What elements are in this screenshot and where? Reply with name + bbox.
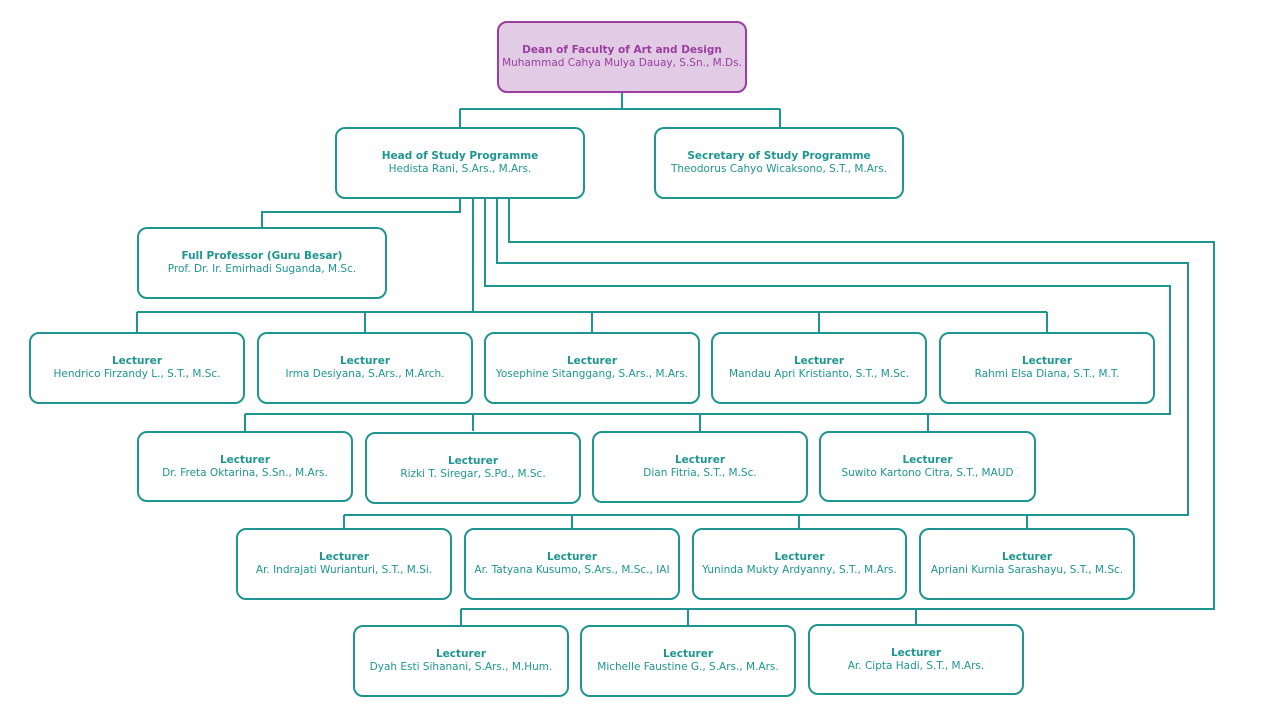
- lecturer-title: Lecturer: [793, 355, 844, 367]
- lecturer-node[interactable]: Lecturer Suwito Kartono Citra, S.T., MAU…: [819, 431, 1036, 502]
- lecturer-node[interactable]: Lecturer Dr. Freta Oktarina, S.Sn., M.Ar…: [137, 431, 353, 502]
- link-head-row1: [136, 199, 1048, 332]
- secretary-node[interactable]: Secretary of Study Programme Theodorus C…: [654, 127, 904, 199]
- lecturer-title: Lecturer: [546, 551, 597, 563]
- lecturer-name: Irma Desiyana, S.Ars., M.Arch.: [285, 368, 445, 380]
- lecturer-name: Apriani Kurnia Sarashayu, S.T., M.Sc.: [930, 564, 1124, 576]
- lecturer-name: Ar. Indrajati Wurianturi, S.T., M.Si.: [255, 564, 433, 576]
- lecturer-node[interactable]: Lecturer Irma Desiyana, S.Ars., M.Arch.: [257, 332, 473, 404]
- dean-title: Dean of Faculty of Art and Design: [522, 44, 722, 56]
- secretary-title: Secretary of Study Programme: [687, 150, 871, 162]
- lecturer-node[interactable]: Lecturer Rizki T. Siregar, S.Pd., M.Sc.: [365, 432, 581, 504]
- lecturer-name: Dian Fitria, S.T., M.Sc.: [643, 467, 757, 479]
- lecturer-title: Lecturer: [662, 648, 713, 660]
- lecturer-title: Lecturer: [1001, 551, 1052, 563]
- lecturer-name: Rahmi Elsa Diana, S.T., M.T.: [974, 368, 1120, 380]
- lecturer-name: Mandau Apri Kristianto, S.T., M.Sc.: [729, 368, 909, 380]
- lecturer-node[interactable]: Lecturer Dyah Esti Sihanani, S.Ars., M.H…: [353, 625, 569, 697]
- lecturer-title: Lecturer: [566, 355, 617, 367]
- dean-node[interactable]: Dean of Faculty of Art and Design Muhamm…: [497, 21, 747, 93]
- head-title: Head of Study Programme: [381, 150, 539, 162]
- head-name: Hedista Rani, S.Ars., M.Ars.: [388, 163, 532, 175]
- lecturer-node[interactable]: Lecturer Ar. Tatyana Kusumo, S.Ars., M.S…: [464, 528, 680, 600]
- lecturer-title: Lecturer: [774, 551, 825, 563]
- lecturer-node[interactable]: Lecturer Rahmi Elsa Diana, S.T., M.T.: [939, 332, 1155, 404]
- lecturer-title: Lecturer: [435, 648, 486, 660]
- lecturer-node[interactable]: Lecturer Yuninda Mukty Ardyanny, S.T., M…: [692, 528, 907, 600]
- link-dean-children: [459, 93, 781, 127]
- lecturer-node[interactable]: Lecturer Ar. Indrajati Wurianturi, S.T.,…: [236, 528, 452, 600]
- lecturer-name: Hendrico Firzandy L., S.T., M.Sc.: [53, 368, 221, 380]
- lecturer-title: Lecturer: [447, 455, 498, 467]
- lecturer-name: Dyah Esti Sihanani, S.Ars., M.Hum.: [369, 661, 553, 673]
- lecturer-title: Lecturer: [674, 454, 725, 466]
- link-head-row3: [343, 199, 1189, 528]
- lecturer-title: Lecturer: [1021, 355, 1072, 367]
- link-head-row4: [460, 199, 1215, 625]
- lecturer-node[interactable]: Lecturer Mandau Apri Kristianto, S.T., M…: [711, 332, 927, 404]
- link-head-professor: [261, 199, 461, 227]
- lecturer-name: Dr. Freta Oktarina, S.Sn., M.Ars.: [162, 466, 328, 479]
- head-node[interactable]: Head of Study Programme Hedista Rani, S.…: [335, 127, 585, 199]
- secretary-name: Theodorus Cahyo Wicaksono, S.T., M.Ars.: [670, 163, 888, 175]
- dean-name: Muhammad Cahya Mulya Dauay, S.Sn., M.Ds.: [502, 57, 742, 69]
- lecturer-node[interactable]: Lecturer Yosephine Sitanggang, S.Ars., M…: [484, 332, 700, 404]
- lecturer-node[interactable]: Lecturer Michelle Faustine G., S.Ars., M…: [580, 625, 796, 697]
- lecturer-name: Suwito Kartono Citra, S.T., MAUD: [841, 466, 1014, 479]
- lecturer-title: Lecturer: [902, 453, 953, 466]
- lecturer-name: Yosephine Sitanggang, S.Ars., M.Ars.: [495, 368, 689, 380]
- lecturer-node[interactable]: Lecturer Dian Fitria, S.T., M.Sc.: [592, 431, 808, 503]
- link-head-row2: [244, 199, 1171, 431]
- lecturer-title: Lecturer: [890, 646, 941, 659]
- lecturer-name: Ar. Tatyana Kusumo, S.Ars., M.Sc., IAI: [474, 564, 670, 576]
- lecturer-title: Lecturer: [339, 355, 390, 367]
- lecturer-title: Lecturer: [318, 551, 369, 563]
- lecturer-title: Lecturer: [219, 453, 270, 466]
- lecturer-name: Michelle Faustine G., S.Ars., M.Ars.: [597, 661, 779, 673]
- lecturer-name: Rizki T. Siregar, S.Pd., M.Sc.: [400, 468, 546, 480]
- professor-node[interactable]: Full Professor (Guru Besar) Prof. Dr. Ir…: [137, 227, 387, 299]
- professor-name: Prof. Dr. Ir. Emirhadi Suganda, M.Sc.: [167, 263, 357, 275]
- lecturer-title: Lecturer: [111, 355, 162, 367]
- lecturer-name: Yuninda Mukty Ardyanny, S.T., M.Ars.: [702, 564, 897, 576]
- professor-title: Full Professor (Guru Besar): [181, 250, 343, 262]
- lecturer-node[interactable]: Lecturer Hendrico Firzandy L., S.T., M.S…: [29, 332, 245, 404]
- lecturer-name: Ar. Cipta Hadi, S.T., M.Ars.: [847, 659, 985, 672]
- lecturer-node[interactable]: Lecturer Apriani Kurnia Sarashayu, S.T.,…: [919, 528, 1135, 600]
- lecturer-node[interactable]: Lecturer Ar. Cipta Hadi, S.T., M.Ars.: [808, 624, 1024, 695]
